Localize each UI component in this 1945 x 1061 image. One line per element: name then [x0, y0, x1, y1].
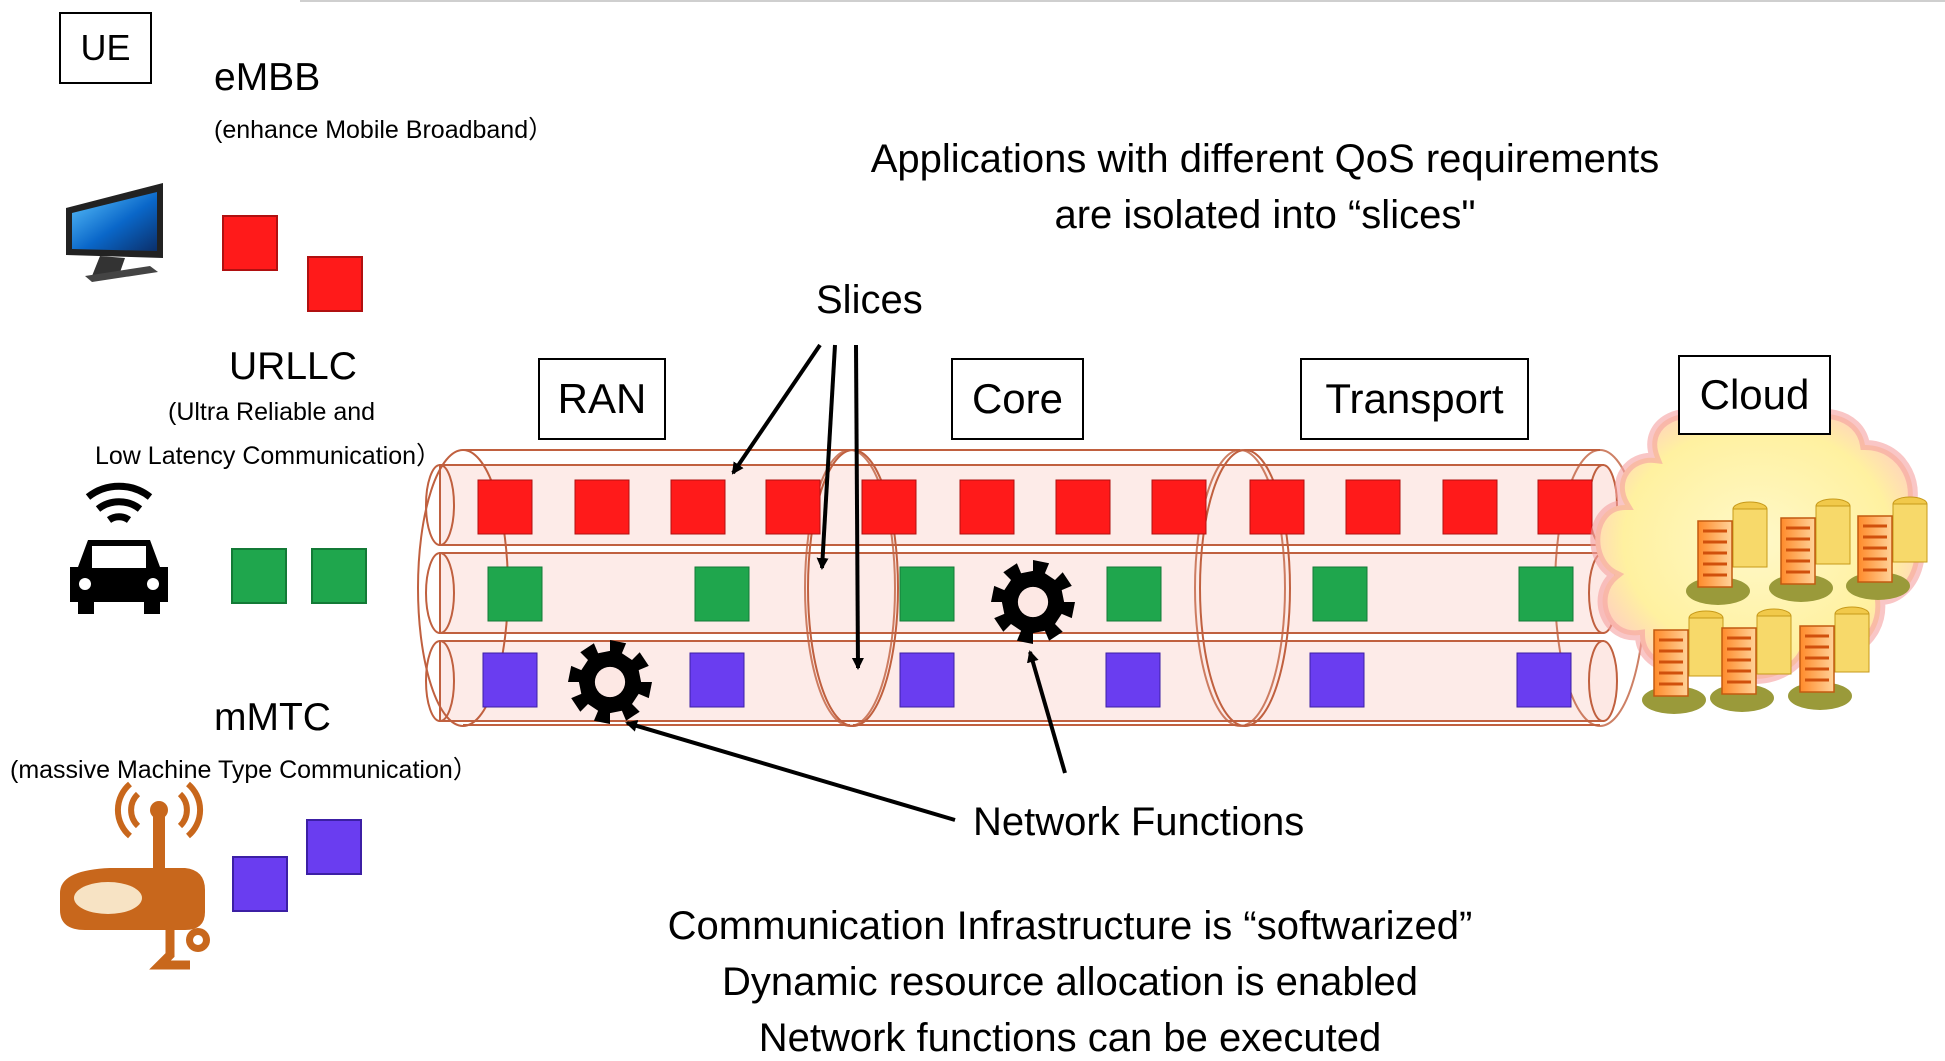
embb-slice-square	[574, 479, 630, 535]
segment-cylinder-edge-transport	[1245, 449, 1600, 726]
mmtc-slice-square	[482, 652, 538, 708]
slice-pipe-start-mmtc	[425, 640, 455, 722]
segment-ran-label: RAN	[538, 358, 666, 440]
mmtc-slice-square	[1516, 652, 1572, 708]
top-divider	[300, 0, 1945, 2]
mmtc-title: mMTC	[214, 696, 331, 739]
qos-caption-line2: are isolated into “slices"	[1054, 193, 1476, 237]
gear-icon	[991, 560, 1075, 644]
segment-cloud-label: Cloud	[1678, 355, 1831, 435]
urllc-ue-square	[311, 548, 367, 604]
mmtc-slice-square	[1105, 652, 1161, 708]
embb-slice-square	[1249, 479, 1305, 535]
annotation-arrows	[625, 343, 1067, 822]
embb-title: eMBB	[214, 56, 321, 99]
urllc-description-line1: (Ultra Reliable and	[168, 398, 376, 426]
embb-slice-square	[1151, 479, 1207, 535]
cloud-servers	[1642, 496, 1928, 714]
slice-pipe-end-mmtc	[1588, 640, 1618, 722]
embb-slice-square	[1345, 479, 1401, 535]
embb-ue-square	[222, 215, 278, 271]
segment-transport-label: Transport	[1300, 358, 1529, 440]
embb-slice-square	[1055, 479, 1111, 535]
urllc-slice-square	[694, 566, 750, 622]
embb-slice-square	[477, 479, 533, 535]
mmtc-description: (massive Machine Type Communication）	[10, 756, 478, 784]
urllc-description-line2: Low Latency Communication）	[95, 442, 441, 470]
slices-label: Slices	[816, 278, 923, 322]
urllc-title: URLLC	[229, 345, 357, 388]
slice-arrow-3	[851, 344, 864, 670]
segment-cylinder-start-core	[807, 449, 899, 727]
slice-pipe-start-urllc	[425, 552, 455, 634]
bottom-caption-line2: Dynamic resource allocation is enabled	[722, 960, 1418, 1004]
nf-arrow-core	[1027, 650, 1067, 774]
mmtc-ue-square	[306, 819, 362, 875]
segment-core-label: Core	[951, 358, 1084, 440]
urllc-slice-square	[1312, 566, 1368, 622]
urllc-slice-square	[1106, 566, 1162, 622]
bottom-caption-line1: Communication Infrastructure is “softwar…	[667, 904, 1473, 948]
server-icon	[1846, 496, 1928, 600]
bottom-caption-line3: Network functions can be executed	[758, 1016, 1382, 1060]
network-functions-label: Network Functions	[973, 800, 1305, 844]
qos-caption-line1: Applications with different QoS requirem…	[870, 137, 1660, 181]
slice-arrow-1	[731, 343, 822, 475]
embb-ue-square	[307, 256, 363, 312]
monitor-icon	[66, 183, 163, 282]
mmtc-slice-square	[1309, 652, 1365, 708]
segment-cylinder-edge-ran	[463, 449, 850, 726]
embb-slice-square	[1442, 479, 1498, 535]
mmtc-slice-square	[689, 652, 745, 708]
embb-description: (enhance Mobile Broadband）	[214, 116, 554, 144]
ue-label: UE	[59, 12, 152, 84]
segment-cylinder-edge-core	[853, 449, 1240, 726]
connected-car-icon	[70, 482, 168, 614]
server-icon	[1642, 610, 1724, 714]
mmtc-ue-square	[232, 856, 288, 912]
urllc-slice-square	[899, 566, 955, 622]
network-function-gears	[568, 560, 1075, 724]
slice-pipe-embb	[439, 464, 1604, 546]
gear-icon	[568, 640, 652, 724]
server-icon	[1788, 606, 1870, 710]
nf-arrow-ran	[625, 720, 956, 822]
slice-pipes	[222, 215, 1646, 912]
server-icon	[1686, 501, 1768, 605]
urllc-ue-square	[231, 548, 287, 604]
embb-slice-square	[765, 479, 821, 535]
urllc-slice-square	[487, 566, 543, 622]
iot-camera-sensor-icon	[60, 781, 210, 970]
embb-slice-square	[670, 479, 726, 535]
embb-slice-square	[959, 479, 1015, 535]
embb-slice-square	[1537, 479, 1593, 535]
segment-cylinder-start-transport	[1199, 449, 1291, 727]
slice-arrow-2	[816, 344, 837, 570]
embb-slice-square	[861, 479, 917, 535]
urllc-slice-square	[1518, 566, 1574, 622]
server-icon	[1769, 498, 1851, 602]
server-icon	[1710, 608, 1792, 712]
mmtc-slice-square	[899, 652, 955, 708]
